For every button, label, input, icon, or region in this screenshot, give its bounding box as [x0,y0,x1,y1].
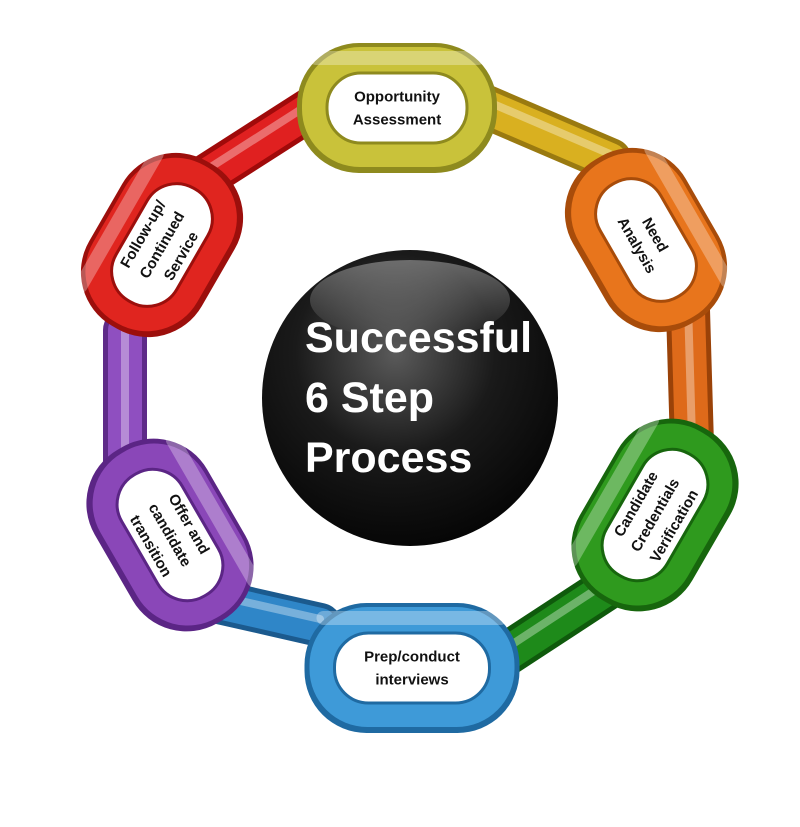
step-label-opportunity-line-2: Assessment [353,112,441,129]
link-shine [309,51,485,65]
link-shine [73,147,164,293]
link-shine [644,142,735,288]
center-highlight [310,260,510,340]
link-hole [333,631,491,705]
link-hole [110,182,214,308]
connector-bar [488,568,629,672]
link-hole [600,447,710,583]
link-hole [115,467,225,603]
link-hole [325,71,469,145]
center-line-2: 6 Step [305,374,434,422]
chain-links: OpportunityAssessmentNeedAnalysisCandida… [73,43,739,733]
center-line-3: Process [305,434,472,482]
step-label-opportunity-line-1: Opportunity [354,89,440,106]
step-label-interviews-line-1: Prep/conduct [364,649,460,666]
center-line-1: Successful [305,314,532,362]
link-shine [316,611,508,625]
chain-connectors [103,78,714,677]
link-shine [564,412,660,568]
link-hole [594,177,698,303]
step-link-interviews: Prep/conduct interviews [304,603,520,733]
center-ball: Successful 6 Step Process [262,250,558,546]
link-shine [165,432,261,588]
step-label-interviews-line-2: interviews [375,672,448,689]
connector-shine [684,300,696,443]
